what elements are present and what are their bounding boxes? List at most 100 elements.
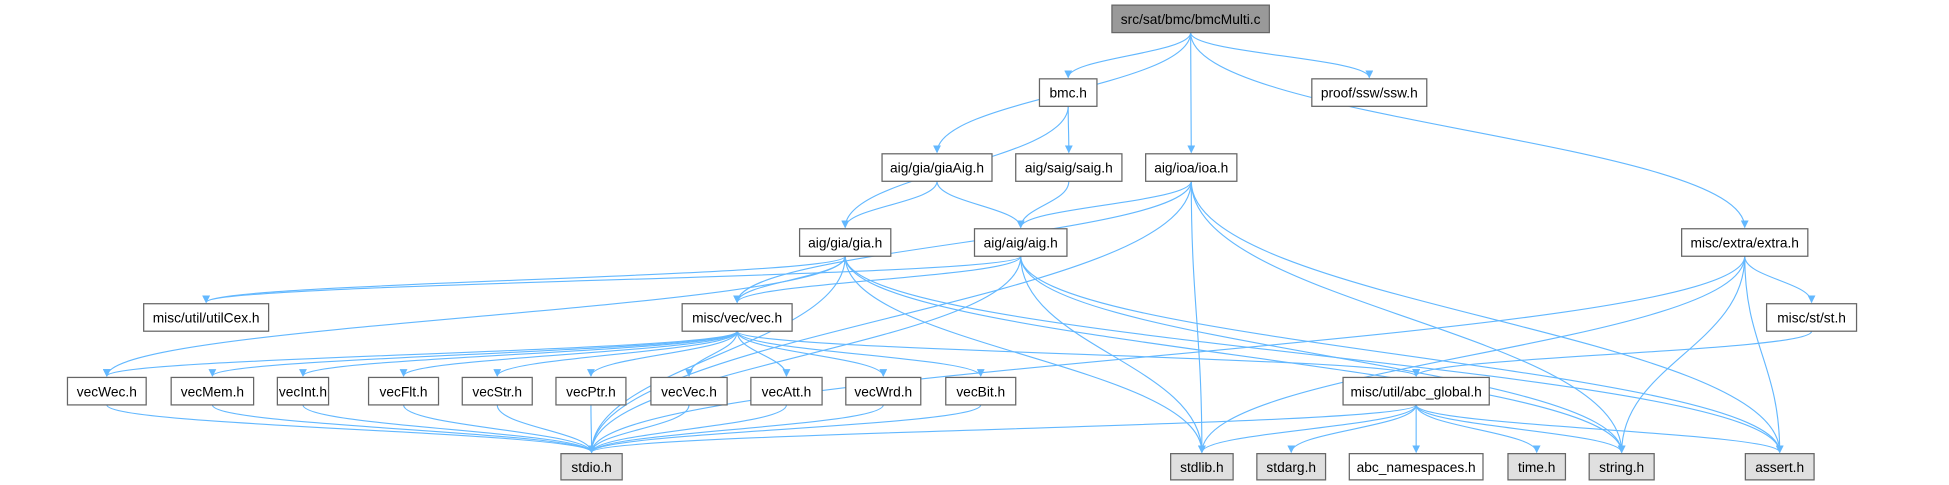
node-box xyxy=(1111,4,1270,34)
node-label: stdarg.h xyxy=(1266,460,1316,475)
node-time: time.h xyxy=(1507,453,1567,481)
edge-root-to-extra xyxy=(1190,32,1749,229)
node-label: vecAtt.h xyxy=(762,384,812,399)
node-box xyxy=(461,376,533,406)
node-utilCex[interactable]: misc/util/utilCex.h xyxy=(143,303,270,332)
node-vecStr[interactable]: vecStr.h xyxy=(461,376,533,406)
node-box xyxy=(1744,453,1815,481)
node-box xyxy=(1145,153,1238,182)
edge-abcGlobal-to-assert xyxy=(1415,404,1784,454)
node-vecAtt[interactable]: vecAtt.h xyxy=(750,376,823,406)
node-root[interactable]: src/sat/bmc/bmcMulti.c xyxy=(1111,4,1270,34)
edge-aig-to-assert xyxy=(1020,256,1784,454)
edge-vecFlt-to-stdio xyxy=(402,404,596,454)
edge-vec-to-vecFlt xyxy=(399,330,738,377)
edge-ioa-to-aig xyxy=(1016,181,1192,229)
node-label: bmc.h xyxy=(1049,86,1086,101)
node-saig[interactable]: aig/saig/saig.h xyxy=(1015,153,1123,182)
edge-ioa-to-string xyxy=(1190,181,1626,454)
node-label: misc/st/st.h xyxy=(1777,311,1846,326)
edge-giaAig-to-aig xyxy=(936,181,1025,229)
edge-vecPtr-to-stdio xyxy=(587,404,596,454)
edge-ioa-to-stdlib xyxy=(1190,181,1206,454)
edge-abcGlobal-to-stdlib xyxy=(1198,404,1417,454)
node-box xyxy=(945,376,1017,406)
node-vecMem[interactable]: vecMem.h xyxy=(170,376,255,406)
edge-gia-to-vec xyxy=(733,256,846,304)
edge-aig-to-string xyxy=(1020,256,1626,454)
node-vecBit[interactable]: vecBit.h xyxy=(945,376,1017,406)
nodes-layer: src/sat/bmc/bmcMulti.c bmc.h proof/ssw/ssw… xyxy=(66,4,1858,481)
node-vecVec[interactable]: vecVec.h xyxy=(650,376,728,406)
edge-vec-to-vecAtt xyxy=(736,331,791,377)
node-box xyxy=(750,376,823,406)
node-label: aig/aig/aig.h xyxy=(984,236,1058,251)
node-giaAig[interactable]: aig/gia/giaAig.h xyxy=(881,153,993,182)
node-label: vecWrd.h xyxy=(854,384,912,399)
edge-extra-to-stdio xyxy=(587,256,1746,454)
node-gia[interactable]: aig/gia/gia.h xyxy=(798,228,892,257)
edge-ioa-to-assert xyxy=(1190,181,1784,454)
node-box xyxy=(560,453,623,481)
node-label: aig/gia/giaAig.h xyxy=(890,161,984,176)
node-abcNs[interactable]: abc_namespaces.h xyxy=(1348,453,1484,481)
node-box xyxy=(973,228,1068,257)
node-ioa[interactable]: aig/ioa/ioa.h xyxy=(1145,153,1238,182)
edge-vecBit-to-stdio xyxy=(587,404,982,454)
node-box xyxy=(650,376,728,406)
node-aig[interactable]: aig/aig/aig.h xyxy=(973,228,1068,257)
node-box xyxy=(170,376,255,406)
edge-vec-to-abcGlobal xyxy=(736,330,1420,377)
node-box xyxy=(1015,153,1123,182)
node-stdlib: stdlib.h xyxy=(1170,453,1234,481)
edges-layer xyxy=(102,32,1816,454)
node-extra[interactable]: misc/extra/extra.h xyxy=(1681,228,1809,257)
node-label: vecBit.h xyxy=(956,384,1005,399)
node-label: string.h xyxy=(1599,460,1644,475)
edge-aig-to-stdlib xyxy=(1020,256,1206,454)
node-label: misc/extra/extra.h xyxy=(1691,236,1799,251)
node-label: stdlib.h xyxy=(1180,460,1224,475)
node-label: vecFlt.h xyxy=(379,384,427,399)
edge-vecAtt-to-stdio xyxy=(587,404,788,454)
node-box xyxy=(367,376,440,406)
node-box xyxy=(1348,453,1484,481)
edge-gia-to-vecWec xyxy=(102,256,846,377)
edge-vecWrd-to-stdio xyxy=(587,404,884,454)
edge-gia-to-utilCex xyxy=(202,255,846,304)
node-label: misc/util/utilCex.h xyxy=(153,311,260,326)
node-label: aig/gia/gia.h xyxy=(808,236,882,251)
edge-vec-to-vecMem xyxy=(208,330,738,377)
node-vecWrd[interactable]: vecWrd.h xyxy=(845,376,922,406)
node-label: vecVec.h xyxy=(661,384,717,399)
node-vecFlt[interactable]: vecFlt.h xyxy=(367,376,440,406)
node-st[interactable]: misc/st/st.h xyxy=(1765,303,1858,332)
node-box xyxy=(1681,228,1809,257)
edge-giaAig-to-gia xyxy=(841,181,938,229)
node-bmc[interactable]: bmc.h xyxy=(1038,78,1098,107)
edge-vec-to-vecVec xyxy=(685,331,738,377)
node-label: abc_namespaces.h xyxy=(1357,460,1476,475)
node-string: string.h xyxy=(1588,453,1655,481)
edge-ioa-to-vec xyxy=(733,181,1192,304)
edge-gia-to-stdio xyxy=(587,256,846,454)
node-label: vecPtr.h xyxy=(566,384,616,399)
node-stdarg: stdarg.h xyxy=(1256,453,1327,481)
edge-vecMem-to-stdio xyxy=(211,404,596,454)
edge-vec-to-vecPtr xyxy=(587,331,738,377)
node-label: misc/vec/vec.h xyxy=(692,311,782,326)
node-abcGlobal[interactable]: misc/util/abc_global.h xyxy=(1342,376,1490,406)
node-box xyxy=(1038,78,1098,107)
edge-abcGlobal-to-stdio xyxy=(587,404,1417,454)
node-vecPtr[interactable]: vecPtr.h xyxy=(555,376,627,406)
node-vec[interactable]: misc/vec/vec.h xyxy=(681,303,793,332)
edge-vec-to-vecWec xyxy=(103,330,738,377)
node-vecWec[interactable]: vecWec.h xyxy=(66,376,147,406)
edge-root-to-ssw xyxy=(1190,32,1374,79)
edge-st-to-abcGlobal xyxy=(1412,330,1813,377)
node-box xyxy=(1588,453,1655,481)
node-box xyxy=(798,228,892,257)
node-vecInt[interactable]: vecInt.h xyxy=(276,376,330,406)
node-ssw[interactable]: proof/ssw/ssw.h xyxy=(1311,78,1428,107)
node-box xyxy=(1170,453,1234,481)
